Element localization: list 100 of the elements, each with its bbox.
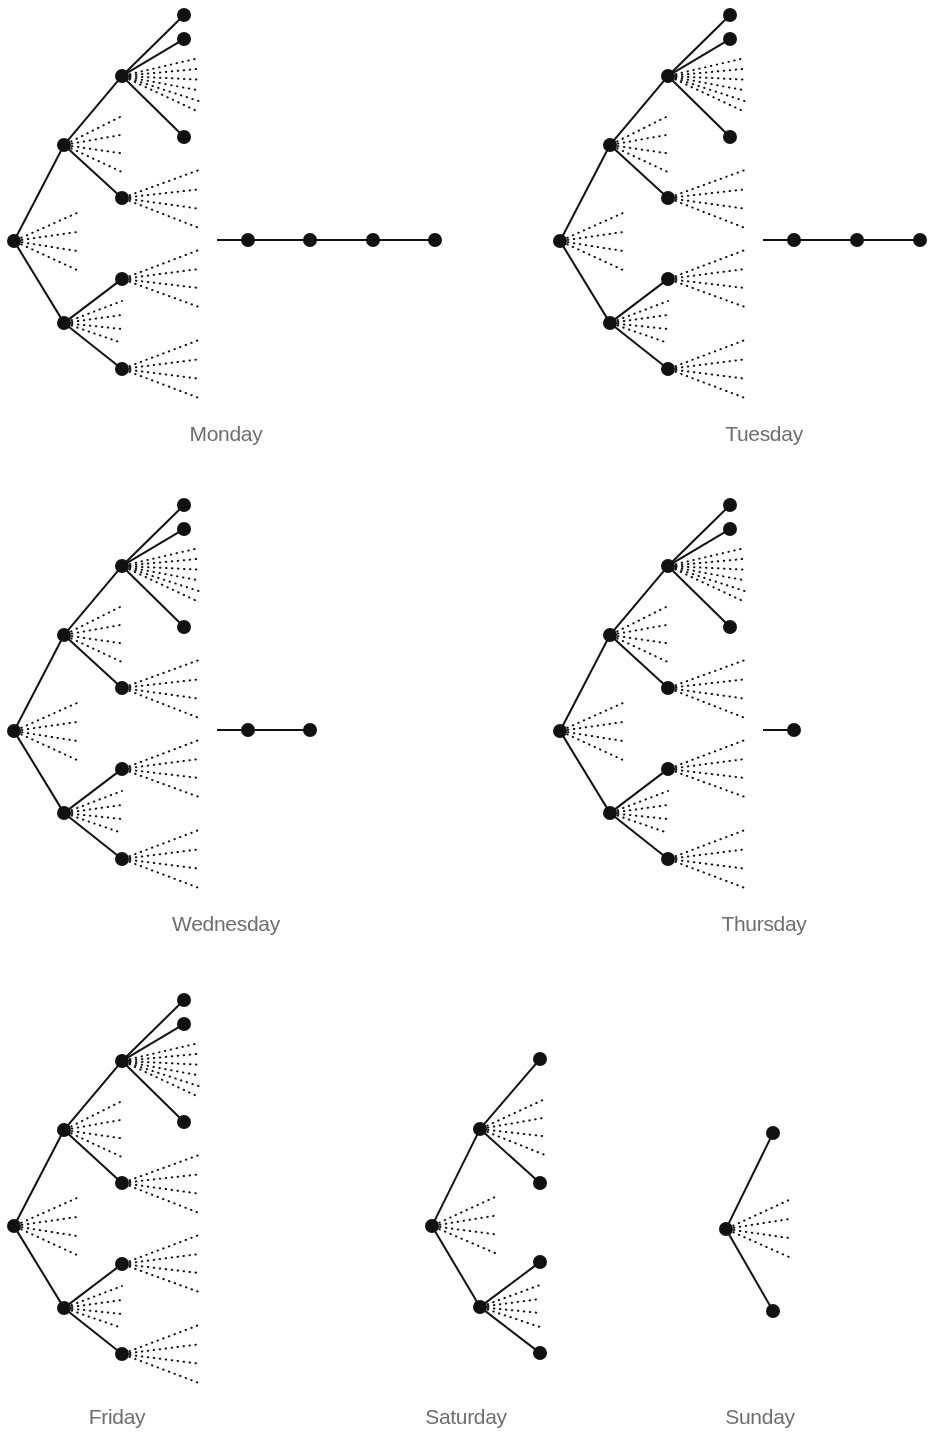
node-dot [7,1219,21,1233]
connector-line [613,148,665,195]
connector-line [67,281,119,321]
node-dot [177,130,191,144]
connector-line [613,325,665,367]
node-dot [241,233,255,247]
node-dot [787,723,801,737]
connector-line [433,1133,479,1222]
connector-line [126,1026,180,1059]
connector-line [482,1062,538,1126]
connector-line [253,239,305,241]
connector-line [561,149,609,237]
node-dot [303,723,317,737]
day-label: Wednesday [172,912,280,936]
node-dot [57,316,71,330]
connector-line [15,1134,63,1222]
day-label: Sunday [725,1405,795,1429]
node-dot [115,1257,129,1271]
connector-line [672,41,726,74]
node-dot [177,522,191,536]
node-dot [661,559,675,573]
node-dot [177,498,191,512]
connector-line [125,18,181,73]
node-dot [428,233,442,247]
connector-line [561,639,609,727]
node-dot [661,762,675,776]
node-dot [57,1301,71,1315]
day-label: Saturday [425,1405,507,1429]
node-dot [766,1126,780,1140]
node-dot [723,32,737,46]
connector-line [562,245,608,319]
connector-line [378,239,430,241]
node-dot [533,1176,547,1190]
connector-line [15,639,63,727]
connector-line [613,815,665,857]
node-dot [473,1122,487,1136]
connector-line [125,1003,181,1058]
connector-line [125,79,181,134]
connector-line [434,1230,478,1303]
node-dot [766,1304,780,1318]
node-dot [787,233,801,247]
node-dot [7,234,21,248]
connector-line [483,1309,537,1351]
node-dot [850,233,864,247]
connector-line [612,569,666,632]
connector-line [67,771,119,811]
connector-line [16,245,62,319]
node-dot [7,724,21,738]
node-dot [366,233,380,247]
connector-line [671,79,727,134]
node-dot [553,724,567,738]
connector-line [67,1266,119,1306]
node-dot [533,1255,547,1269]
node-dot [57,1123,71,1137]
node-dot [661,272,675,286]
connector-line [15,149,63,237]
node-dot [241,723,255,737]
day-label: Tuesday [725,422,803,446]
connector-line [67,1310,119,1352]
connector-line [66,79,120,142]
connector-line [67,815,119,857]
connector-line [671,569,727,624]
connector-line [216,729,243,731]
node-dot [177,1115,191,1129]
connector-line [66,569,120,632]
connector-line [125,569,181,624]
node-dot [115,362,129,376]
node-dot [115,1176,129,1190]
connector-line [67,325,119,367]
node-dot [533,1052,547,1066]
connector-line [613,771,665,811]
node-dot [661,681,675,695]
node-dot [603,806,617,820]
node-dot [177,993,191,1007]
connector-line [799,239,852,241]
node-dot [115,1054,129,1068]
connector-line [125,1064,181,1119]
connector-line [613,638,665,685]
connector-line [253,729,305,731]
node-dot [553,234,567,248]
node-dot [723,522,737,536]
node-dot [115,681,129,695]
node-dot [57,138,71,152]
connector-line [67,638,119,685]
connector-line [862,239,915,241]
node-dot [177,8,191,22]
node-dot [913,233,927,247]
node-dot [723,498,737,512]
node-dot [603,628,617,642]
node-dot [661,69,675,83]
node-dot [661,362,675,376]
connector-line [671,18,727,73]
node-dot [177,620,191,634]
connector-line [67,1133,119,1180]
node-dot [115,559,129,573]
node-dot [473,1300,487,1314]
node-dot [115,272,129,286]
connector-line [125,508,181,563]
node-dot [115,191,129,205]
node-dot [115,852,129,866]
